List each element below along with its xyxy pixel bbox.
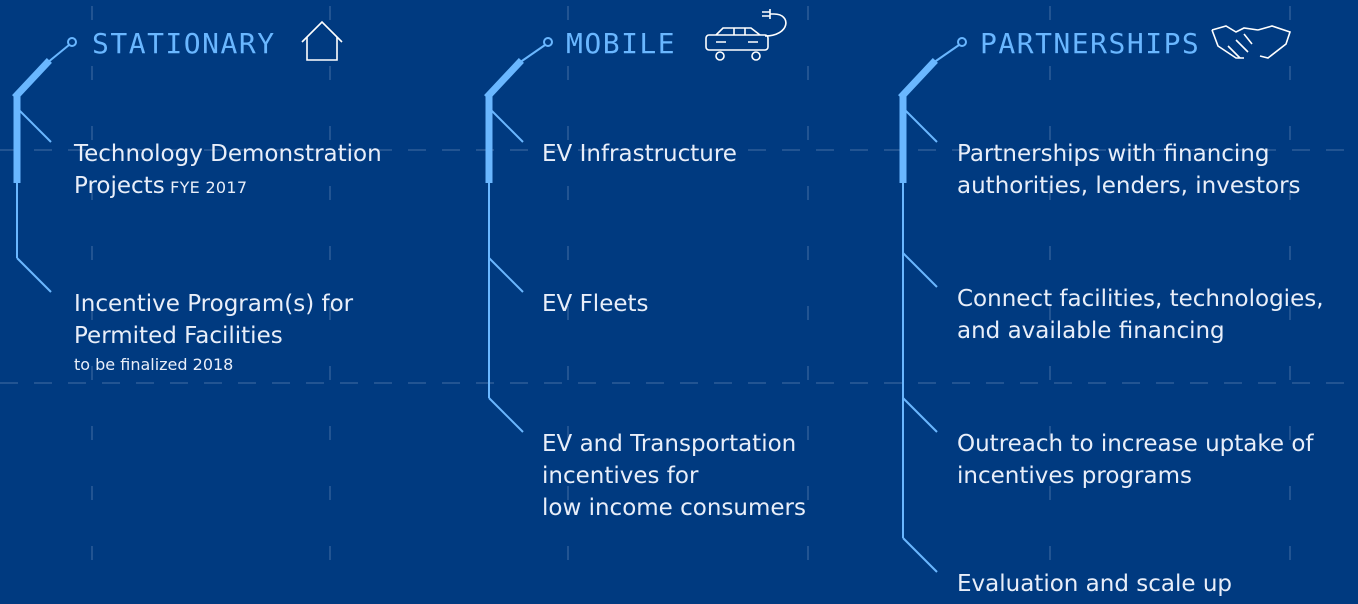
branch-line <box>488 257 524 293</box>
item-text-line: Partnerships with financing <box>957 141 1270 167</box>
item-text-line: Projects <box>74 173 165 199</box>
connector-line <box>932 44 960 64</box>
column-title: PARTNERSHIPS <box>980 27 1201 60</box>
list-item: EV Fleets <box>542 288 649 320</box>
column-title: STATIONARY <box>92 27 276 60</box>
connector-line <box>518 44 546 64</box>
branch-line <box>488 107 524 143</box>
branch-line <box>902 397 938 433</box>
branch-line <box>16 257 52 293</box>
item-text-line: and available financing <box>957 318 1225 344</box>
branch-line <box>16 107 52 143</box>
item-text-line: incentives for <box>542 463 699 489</box>
list-item: EV Infrastructure <box>542 138 737 170</box>
connector-dot <box>67 37 77 47</box>
item-text-line: Outreach to increase uptake of <box>957 431 1314 457</box>
item-text-line: Evaluation and scale up <box>957 571 1233 597</box>
connector-dot <box>957 37 967 47</box>
branch-line <box>902 107 938 143</box>
handshake-icon <box>1211 25 1292 59</box>
list-item: EV and Transportation incentives for low i… <box>542 428 806 524</box>
item-text-line: Permited Facilities <box>74 323 283 349</box>
list-item: Connect facilities, technologies, and ava… <box>957 283 1324 347</box>
item-text-line: Technology Demonstration <box>74 141 382 167</box>
list-item: Outreach to increase uptake of incentives… <box>957 428 1314 492</box>
branch-line <box>488 397 524 433</box>
item-suffix: FYE 2017 <box>164 178 248 197</box>
electric-car-icon <box>705 9 787 61</box>
item-text-line: EV Infrastructure <box>542 141 737 167</box>
branch-trunk-top <box>12 58 52 100</box>
house-icon <box>301 20 343 61</box>
branch-trunk-top <box>898 58 938 100</box>
list-item: Partnerships with financing authorities, … <box>957 138 1301 202</box>
item-text-line: incentives programs <box>957 463 1192 489</box>
connector-dot <box>543 37 553 47</box>
branch-trunk-top <box>484 58 524 100</box>
item-text-line: EV Fleets <box>542 291 649 317</box>
branch-line <box>902 252 938 288</box>
branch-line <box>902 537 938 573</box>
item-text-line: Incentive Program(s) for <box>74 291 354 317</box>
connector-line <box>46 44 70 64</box>
branch-lines <box>12 37 967 573</box>
list-item: Evaluation and scale up <box>957 568 1232 600</box>
item-text-line: low income consumers <box>542 495 806 521</box>
item-text-line: authorities, lenders, investors <box>957 173 1301 199</box>
column-title: MOBILE <box>566 27 677 60</box>
item-note: to be finalized 2018 <box>74 355 234 374</box>
item-text-line: Connect facilities, technologies, <box>957 286 1324 312</box>
item-text-line: EV and Transportation <box>542 431 797 457</box>
